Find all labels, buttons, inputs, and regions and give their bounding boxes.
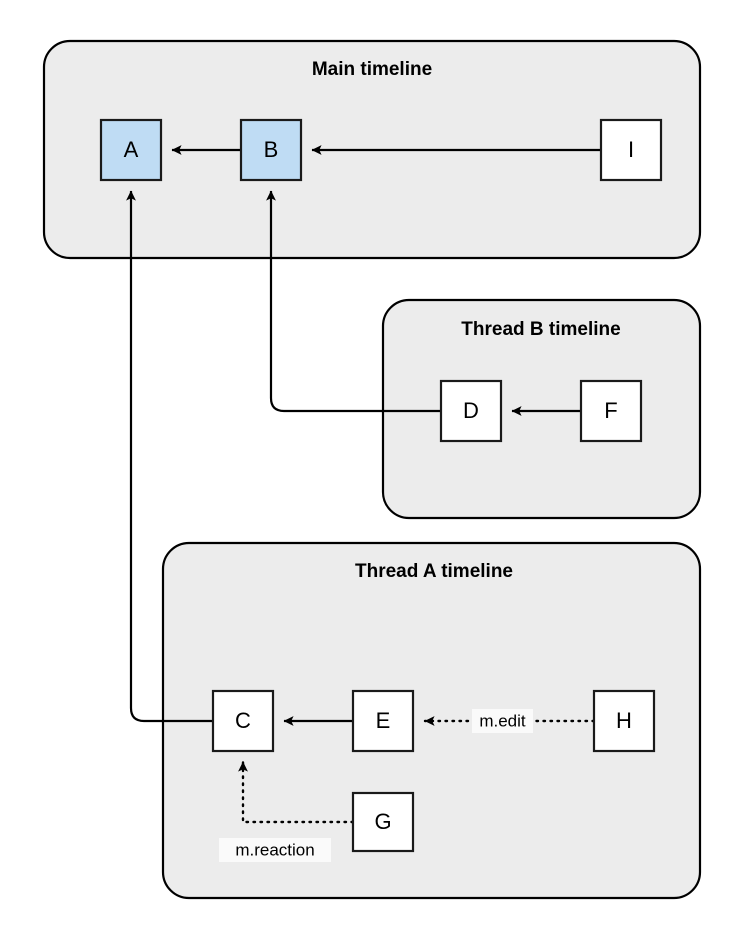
edge-d-to-b bbox=[266, 190, 441, 413]
group-thread-a-timeline-title: Thread A timeline bbox=[355, 561, 513, 582]
group-thread-b-timeline: Thread B timeline bbox=[381, 298, 702, 520]
node-g-box[interactable] bbox=[351, 791, 415, 853]
node-f-box[interactable] bbox=[579, 379, 643, 443]
edge-g-to-c-label: m.reaction bbox=[235, 840, 314, 859]
node-f-label: F bbox=[604, 398, 617, 423]
node-c-label: C bbox=[235, 708, 251, 733]
node-b-label: B bbox=[264, 137, 279, 162]
group-thread-b-timeline-box bbox=[381, 298, 702, 520]
node-h-box[interactable] bbox=[592, 689, 656, 753]
node-i[interactable]: I bbox=[599, 118, 663, 182]
node-h-label: H bbox=[616, 708, 632, 733]
node-b[interactable]: B bbox=[239, 118, 303, 182]
edge-h-to-e-label-bg bbox=[472, 709, 533, 733]
node-d-label: D bbox=[463, 398, 479, 423]
edge-g-to-c-label-bg bbox=[219, 838, 331, 862]
node-d[interactable]: D bbox=[439, 379, 503, 443]
group-main-timeline-title: Main timeline bbox=[312, 59, 432, 80]
node-e-box[interactable] bbox=[351, 689, 415, 753]
node-h[interactable]: H bbox=[592, 689, 656, 753]
group-thread-b-timeline-title: Thread B timeline bbox=[461, 319, 620, 340]
node-e-label: E bbox=[376, 708, 391, 733]
node-a-label: A bbox=[124, 137, 139, 162]
edge-c-to-a bbox=[126, 190, 213, 723]
node-a[interactable]: A bbox=[99, 118, 163, 182]
node-g[interactable]: G bbox=[351, 791, 415, 853]
node-i-box[interactable] bbox=[599, 118, 663, 182]
edge-h-to-e-label: m.edit bbox=[479, 711, 526, 730]
node-f[interactable]: F bbox=[579, 379, 643, 443]
node-d-box[interactable] bbox=[439, 379, 503, 443]
node-i-label: I bbox=[628, 137, 634, 162]
node-c[interactable]: C bbox=[211, 689, 275, 753]
node-c-box[interactable] bbox=[211, 689, 275, 753]
node-a-box[interactable] bbox=[99, 118, 163, 182]
edge-g-to-c bbox=[238, 760, 355, 824]
node-b-box[interactable] bbox=[239, 118, 303, 182]
node-e[interactable]: E bbox=[351, 689, 415, 753]
node-g-label: G bbox=[374, 809, 391, 834]
